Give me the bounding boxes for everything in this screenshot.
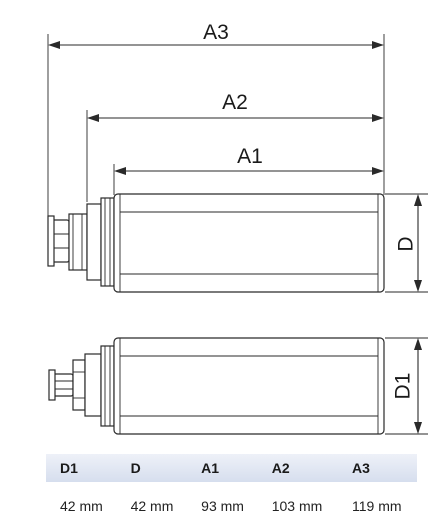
value-d: 42 mm — [130, 498, 174, 514]
header-d1: D1 — [46, 454, 117, 482]
header-a2: A2 — [257, 454, 338, 482]
header-a1: A1 — [187, 454, 258, 482]
label-a1: A1 — [237, 145, 263, 168]
lamp-side-view — [48, 337, 385, 435]
dimension-a2: A2 — [87, 91, 384, 122]
dimension-d: D — [395, 194, 422, 292]
dimension-a1: A1 — [114, 145, 384, 175]
label-d: D — [395, 236, 418, 251]
header-d: D — [116, 454, 188, 482]
label-a2: A2 — [222, 91, 248, 114]
table-header-row: D1 D A1 A2 A3 — [46, 454, 417, 482]
dimension-d1: D1 — [392, 338, 422, 434]
label-d1: D1 — [392, 373, 415, 400]
dimension-a3: A3 — [48, 21, 384, 49]
value-a1: 93 mm — [201, 498, 244, 514]
value-a2: 103 mm — [271, 498, 323, 514]
value-a3: 119 mm — [351, 498, 402, 514]
value-d1: 42 mm — [60, 498, 103, 514]
dimensions-table: D1 D A1 A2 A3 42 mm 42 mm 93 mm 103 mm 1… — [46, 454, 417, 524]
header-a3: A3 — [337, 454, 417, 482]
lamp-top-view — [47, 193, 385, 293]
extension-lines — [47, 34, 428, 435]
table-row: 42 mm 42 mm 93 mm 103 mm 119 mm — [46, 482, 417, 524]
label-a3: A3 — [203, 21, 229, 44]
